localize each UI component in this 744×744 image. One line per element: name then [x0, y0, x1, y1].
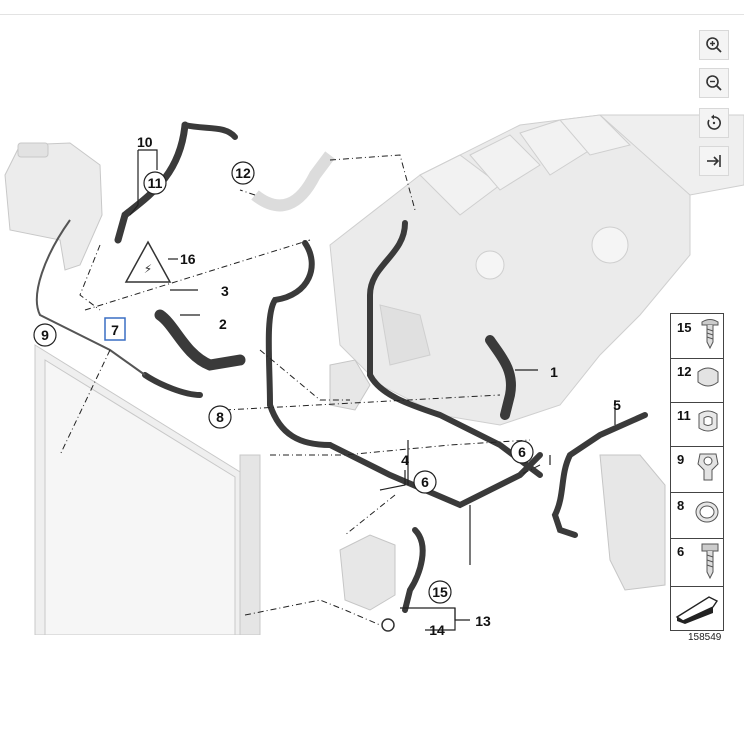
warning-triangle-icon: ⚡ — [124, 240, 178, 283]
callout-15: 15 — [432, 584, 448, 600]
circled-callouts — [33, 161, 534, 604]
legend-number: 12 — [677, 364, 692, 379]
callout-6-right: 6 — [518, 444, 526, 460]
zoom-out-button[interactable] — [699, 68, 729, 98]
zoom-out-icon — [706, 75, 722, 91]
water-pump — [329, 359, 666, 611]
legend-number: 11 — [677, 408, 691, 423]
hose-clamp-icon — [695, 501, 719, 523]
callout-7: 7 — [111, 322, 119, 338]
zoom-in-icon — [706, 37, 722, 53]
reset-icon — [707, 114, 721, 130]
top-pipe — [251, 151, 335, 212]
svg-text:⚡: ⚡ — [144, 262, 152, 276]
callout-6-middle: 6 — [421, 474, 429, 490]
expansion-tank — [4, 142, 103, 271]
radiator — [34, 344, 261, 635]
legend-item-6[interactable]: 6 — [671, 538, 723, 587]
legend-number: 15 — [677, 320, 692, 335]
vent-line — [35, 219, 146, 376]
zoom-in-button[interactable] — [699, 30, 729, 60]
callout-10: 10 — [137, 134, 153, 150]
engine-block — [329, 114, 744, 426]
callout-16: 16 — [180, 251, 196, 267]
callout-13: 13 — [475, 613, 491, 629]
arrow-icon — [675, 596, 719, 624]
callout-4: 4 — [401, 452, 409, 468]
legend-item-15[interactable]: 15 — [671, 314, 723, 359]
bolt-icon — [701, 543, 719, 580]
expand-icon — [707, 155, 721, 167]
legend-item-12[interactable]: 12 — [671, 358, 723, 403]
holder-icon — [697, 453, 719, 481]
parts-diagram: ⚡ 10 11 12 16 3 2 7 9 8 1 5 4 6 6 15 13 — [4, 114, 744, 635]
clip-icon — [698, 410, 718, 432]
callout-14: 14 — [429, 622, 445, 635]
expand-button[interactable] — [699, 146, 729, 176]
legend-item-9[interactable]: 9 — [671, 446, 723, 493]
reset-button[interactable] — [699, 108, 729, 138]
legend-item-8[interactable]: 8 — [671, 492, 723, 539]
legend-item-11[interactable]: 11 — [671, 402, 723, 447]
callout-3: 3 — [221, 283, 229, 299]
callout-11: 11 — [148, 175, 163, 191]
legend-arrow — [671, 586, 723, 630]
callout-8: 8 — [216, 409, 224, 425]
clamp-ring — [381, 618, 395, 632]
callout-2: 2 — [219, 316, 227, 332]
reference-number: 158549 — [688, 632, 722, 643]
diagram-viewer: ⚡ 10 11 12 16 3 2 7 9 8 1 5 4 6 6 15 13 — [0, 14, 744, 643]
screw-icon — [701, 319, 719, 350]
callout-12: 12 — [235, 165, 251, 181]
callout-7-box — [104, 317, 126, 341]
legend-number: 9 — [677, 452, 685, 467]
legend-number: 6 — [677, 544, 685, 559]
callout-leaders — [129, 149, 616, 631]
callout-1: 1 — [550, 364, 558, 380]
callout-9: 9 — [41, 327, 49, 343]
callout-5: 5 — [613, 397, 621, 413]
hose-clip-icon — [697, 367, 719, 387]
legend-number: 8 — [677, 498, 685, 513]
leader-lines — [59, 154, 541, 626]
parts-legend: 15 12 11 9 — [670, 313, 724, 631]
